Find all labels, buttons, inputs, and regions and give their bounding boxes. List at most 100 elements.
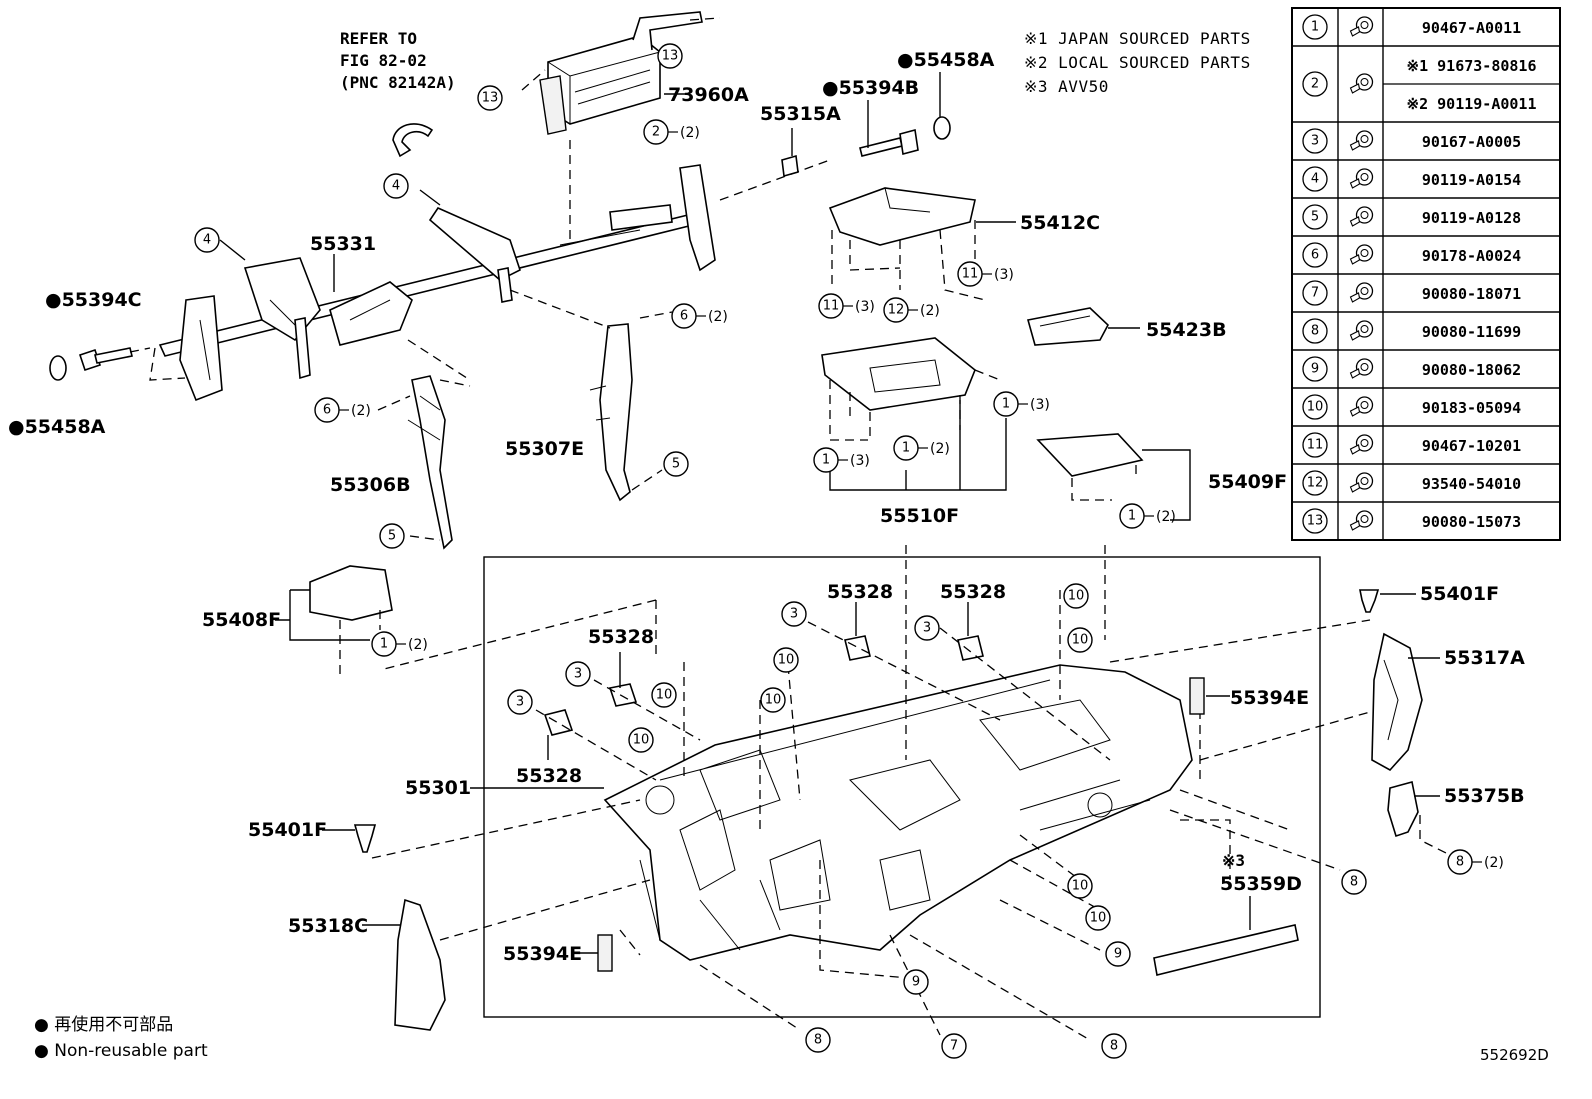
part-number: ※2 90119-A0011 [1407,95,1537,113]
callout-c10d: 10 [651,682,677,708]
label-55408f: 55408F [202,609,281,631]
label-55328-left: 55328 [516,765,582,787]
callout-quantity: (2) [351,403,371,419]
panel-55409f [1036,433,1144,477]
note-local-sourced: ※2 LOCAL SOURCED PARTS [1024,53,1251,72]
callout-c4b: 4 [194,227,220,253]
fastener-11-icon [1349,434,1374,455]
row-number-circle [1302,128,1328,154]
part-number: 90119-A0128 [1422,209,1521,227]
callout-c9b: 9 [903,969,929,995]
nut-55458a-top [933,116,951,140]
callout-number: 1 [1002,397,1010,412]
callout-number: 8 [1350,875,1358,890]
callout-circle [379,523,405,549]
callout-circle [1101,1033,1127,1059]
fastener-8-icon [1349,320,1374,341]
side-panel-55317a [1371,632,1423,772]
label-73960a: 73960A [668,84,749,106]
callout-c8a: 8 [1341,869,1367,895]
label-55394b: ●55394B [822,77,919,99]
label-55328-center: 55328 [827,581,893,603]
label-55458a-top: ●55458A [897,49,995,71]
part-number: 90080-18071 [1422,285,1521,303]
callout-c8b: 8 [805,1027,831,1053]
row-number-circle [1302,71,1328,97]
part-number: 90080-11699 [1422,323,1521,341]
callout-c8c: 8 [1101,1033,1127,1059]
callout-number: 8 [814,1033,822,1048]
row-number: 11 [1307,438,1324,453]
callout-c5a: 5 [663,451,689,477]
callout-quantity: (2) [930,441,950,457]
callout-c2: 2(2) [643,119,700,145]
callout-number: 13 [662,49,679,64]
part-number: 90467-10201 [1422,437,1521,455]
table-row: 2※1 91673-80816※2 90119-A0011 [1292,45,1560,113]
row-number-circle [1302,470,1328,496]
callout-circle [383,173,409,199]
row-number-circle [1302,356,1328,382]
callout-number: 4 [392,179,400,194]
instrument-panel-box [483,556,1321,1018]
label-55359d: 55359D [1220,873,1302,895]
side-panel-55318c [394,898,446,1031]
callout-c10g: 10 [1067,873,1093,899]
callout-number: 5 [388,529,396,544]
row-number-circle [1302,280,1328,306]
label-55394e-left: 55394E [503,943,582,965]
callout-quantity: (2) [408,637,428,653]
label-55301: 55301 [405,777,471,799]
callout-number: 1 [380,637,388,652]
callout-c6b: 6(2) [314,397,371,423]
row-number-circle [1302,14,1328,40]
fastener-4-icon [1349,168,1374,189]
fastener-2-icon [1349,73,1374,94]
callout-c1c: 1 (3) [813,447,870,473]
callout-c1b: 1(2) [893,435,950,461]
callout-quantity: (2) [1484,855,1504,871]
label-55318c: 55318C [288,915,368,937]
row-number: 13 [1307,514,1324,529]
callout-quantity: (2) [920,303,940,319]
row-number: 9 [1311,362,1319,377]
callout-circle [773,647,799,673]
bolt-55394c [78,347,133,372]
label-55394c: ●55394C [45,289,142,311]
row-number: 2 [1311,77,1319,92]
callout-quantity: (2) [680,125,700,141]
label-55401f-right: 55401F [1420,583,1499,605]
callout-circle [805,1027,831,1053]
callout-circle [1341,869,1367,895]
callout-circle [565,661,591,687]
callout-number: 10 [778,653,795,668]
label-55331: 55331 [310,233,376,255]
brace-55306b [407,375,453,550]
fastener-7-icon [1349,282,1374,303]
fastener-6-icon [1349,244,1374,265]
callout-number: 1 [822,453,830,468]
cover-55408f [309,565,393,621]
refer-note-line1: REFER TO [340,29,417,48]
row-number: 7 [1311,286,1319,301]
callout-circle [477,85,503,111]
callout-c5b: 5 [379,523,405,549]
part-number: 90167-A0005 [1422,133,1521,151]
callout-c7: 7 [941,1033,967,1059]
clip-55328-right [957,635,984,661]
part-number: 90119-A0154 [1422,171,1521,189]
fastener-12-icon [1349,472,1374,493]
label-55375b: 55375B [1444,785,1525,807]
label-55458a-left: ●55458A [8,416,106,438]
sourcing-notes: ※1 JAPAN SOURCED PARTS ※2 LOCAL SOURCED … [1024,29,1251,96]
callout-quantity: (3) [850,453,870,469]
callout-circle [941,1033,967,1059]
callout-circle [1085,905,1111,931]
row-number: 12 [1307,476,1324,491]
